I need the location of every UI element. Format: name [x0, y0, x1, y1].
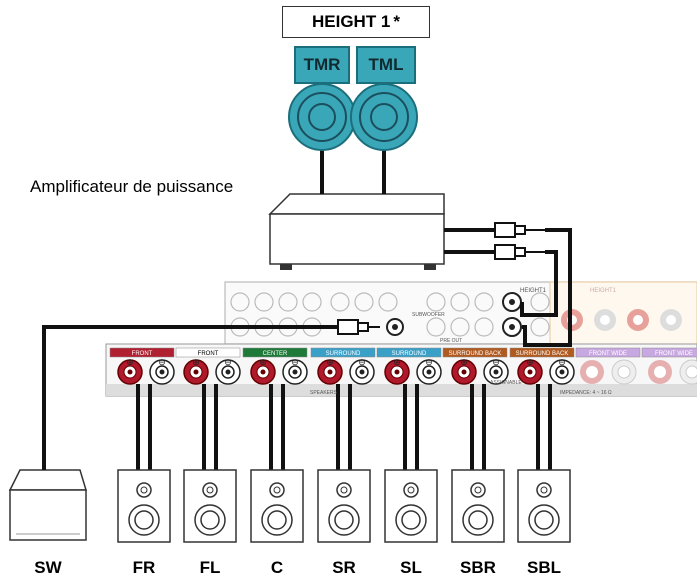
- minus-icon: ⊖: [358, 358, 366, 368]
- height-speakers: [288, 83, 418, 151]
- minus-icon: ⊖: [224, 358, 232, 368]
- plus-icon: ⊕: [526, 358, 534, 368]
- channel-header: FRONT WIDE: [575, 347, 641, 358]
- speaker-wires: [136, 384, 552, 470]
- subwoofer: [8, 469, 88, 541]
- channel-header-label: FRONT WIDE: [589, 351, 627, 357]
- channel-header-label: FRONT WIDE: [655, 351, 693, 357]
- minus-icon: ⊖: [558, 358, 566, 368]
- speaker-box: [250, 469, 304, 543]
- terminal-pair: ⊕⊖: [451, 358, 509, 385]
- height1-jack-label: HEIGHT1: [520, 288, 547, 294]
- channel-header-label: SURROUND BACK: [516, 351, 569, 357]
- speaker-boxes: [117, 469, 571, 543]
- speaker-terminals: ⊕⊖⊕⊖⊕⊖⊕⊖⊕⊖⊕⊖⊕⊖: [117, 358, 697, 385]
- speaker-label: SL: [400, 558, 422, 577]
- channel-header-label: FRONT: [132, 351, 153, 357]
- terminal-pair: ⊕⊖: [517, 358, 575, 385]
- terminal-pair: ⊕⊖: [117, 358, 175, 385]
- speaker-box: [384, 469, 438, 543]
- channel-header: FRONT: [109, 347, 175, 358]
- tml-label: TML: [356, 46, 416, 84]
- subwoofer-jack-label: SUBWOOFER: [412, 312, 445, 318]
- plus-icon: ⊕: [192, 358, 200, 368]
- channel-header: CENTER: [242, 347, 308, 358]
- speaker-label: FL: [199, 558, 221, 577]
- channel-header: SURROUND: [310, 347, 376, 358]
- amp-speaker-wires: [320, 150, 386, 194]
- channel-header-label: SURROUND: [326, 351, 361, 357]
- subwoofer-cable: [42, 325, 340, 470]
- height-label-box: HEIGHT 1 *: [282, 6, 430, 38]
- speaker-label: SR: [332, 558, 356, 577]
- amplifier-label: Amplificateur de puissance: [30, 177, 234, 196]
- plus-icon: ⊕: [460, 358, 468, 368]
- power-amplifier: [268, 193, 445, 270]
- impedance-label: IMPEDANCE: 4 ~ 16 Ω: [560, 390, 612, 396]
- plus-icon: ⊕: [259, 358, 267, 368]
- speaker-label: C: [270, 558, 284, 577]
- terminal-pair: ⊕⊖: [183, 358, 241, 385]
- channel-header-label: CENTER: [263, 351, 288, 357]
- minus-icon: ⊖: [425, 358, 433, 368]
- channel-header: FRONT: [175, 347, 241, 358]
- terminal-pair-unused: [648, 359, 697, 385]
- speaker-box: [517, 469, 571, 543]
- speakers-label: SPEAKERS: [310, 390, 338, 396]
- channel-header: SURROUND BACK: [442, 347, 508, 358]
- terminal-pair: ⊕⊖: [384, 358, 442, 385]
- rca-cables: [444, 228, 572, 347]
- assignable-label: ASSIGNABLE: [490, 380, 522, 386]
- speaker-label: SW: [34, 558, 62, 577]
- receiver-upper-panel: [224, 281, 697, 345]
- terminal-pair: ⊕⊖: [317, 358, 375, 385]
- channel-header-label: SURROUND: [392, 351, 427, 357]
- height-asterisk: *: [393, 12, 401, 31]
- height-label: HEIGHT 1: [311, 12, 391, 31]
- terminal-pair-unused: [580, 359, 637, 385]
- terminal-pair: ⊕⊖: [250, 358, 308, 385]
- rca-plugs: [494, 222, 545, 260]
- height1-terminal-label: HEIGHT1: [590, 288, 617, 294]
- channel-header-label: SURROUND BACK: [449, 351, 502, 357]
- minus-icon: ⊖: [492, 358, 500, 368]
- plus-icon: ⊕: [393, 358, 401, 368]
- speaker-box: [117, 469, 171, 543]
- channel-headers: FRONT FRONT CENTER SURROUND SURROUND SURROUND…: [109, 347, 697, 358]
- pre-out-label: PRE OUT: [440, 338, 462, 344]
- speaker-box: [183, 469, 237, 543]
- channel-header: SURROUND: [376, 347, 442, 358]
- plus-icon: ⊕: [126, 358, 134, 368]
- speaker-box: [317, 469, 371, 543]
- channel-header: FRONT WIDE: [641, 347, 697, 358]
- channel-header: SURROUND BACK: [509, 347, 575, 358]
- speaker-label: SBR: [460, 558, 496, 577]
- speaker-box: [451, 469, 505, 543]
- minus-icon: ⊖: [291, 358, 299, 368]
- minus-icon: ⊖: [158, 358, 166, 368]
- speaker-label: FR: [132, 558, 156, 577]
- plus-icon: ⊕: [326, 358, 334, 368]
- channel-header-label: FRONT: [198, 351, 219, 357]
- speaker-label: SBL: [527, 558, 561, 577]
- tmr-label: TMR: [294, 46, 350, 84]
- subwoofer-plug: [337, 319, 380, 335]
